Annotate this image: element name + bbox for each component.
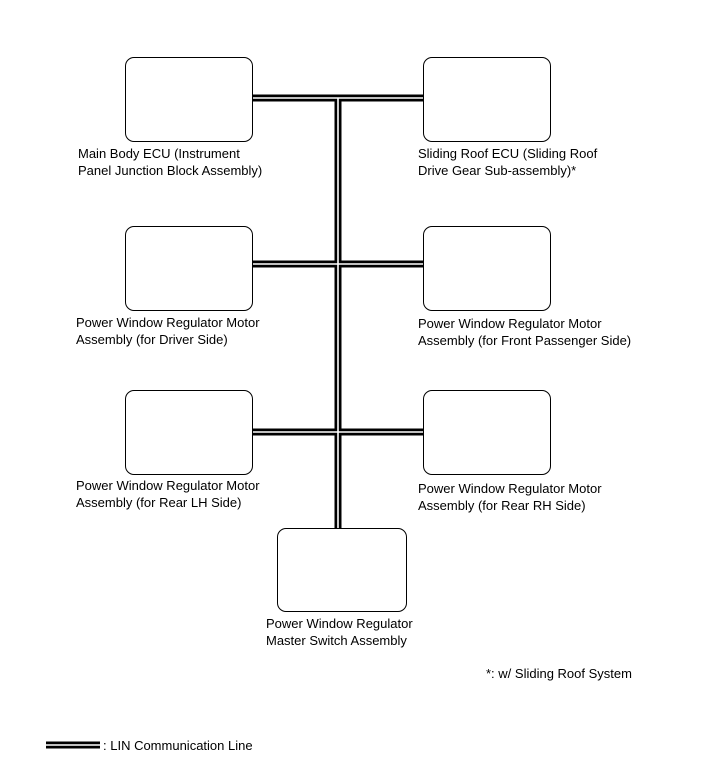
pw-front-passenger-label: Power Window Regulator Motor Assembly (f…	[418, 316, 632, 348]
sliding-roof-ecu-box	[423, 57, 551, 142]
main-body-ecu-label: Main Body ECU (Instrument Panel Junction…	[78, 146, 263, 178]
legend-lin-label: : LIN Communication Line	[103, 738, 253, 753]
pw-rear-rh-box	[423, 390, 551, 475]
sliding-roof-ecu-label: Sliding Roof ECU (Sliding Roof Drive Gea…	[418, 146, 598, 178]
master-switch-box	[277, 528, 407, 612]
pw-front-passenger-box	[423, 226, 551, 311]
lin-bus-inner	[252, 97, 423, 528]
pw-rear-rh-label: Power Window Regulator Motor Assembly (f…	[418, 481, 602, 513]
main-body-ecu-box	[125, 57, 253, 142]
legend-lin-symbol	[46, 741, 100, 749]
footnote: *: w/ Sliding Roof System	[486, 666, 632, 681]
pw-rear-lh-label: Power Window Regulator Motor Assembly (f…	[76, 478, 260, 510]
pw-driver-box	[125, 226, 253, 311]
pw-driver-label: Power Window Regulator Motor Assembly (f…	[76, 315, 260, 347]
pw-rear-lh-box	[125, 390, 253, 475]
master-switch-label: Power Window Regulator Master Switch Ass…	[266, 616, 413, 648]
